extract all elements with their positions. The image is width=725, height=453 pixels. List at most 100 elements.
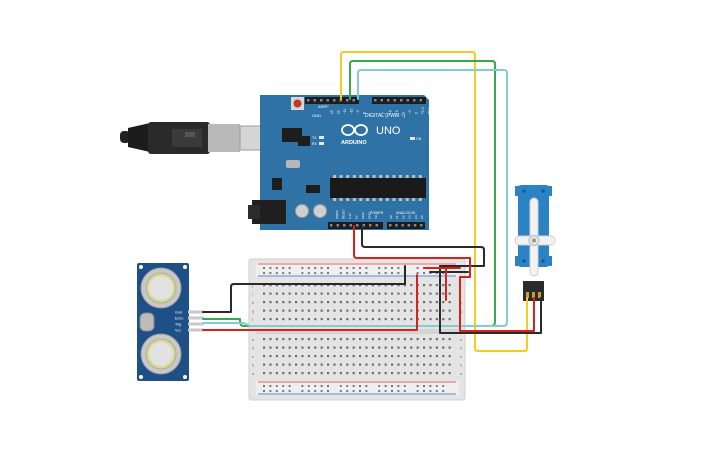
header-pin[interactable]	[406, 99, 410, 102]
header-pin[interactable]	[401, 224, 404, 227]
header-pin[interactable]	[419, 99, 423, 102]
header-pin[interactable]	[380, 99, 384, 102]
digital-pin-label: ~3	[408, 110, 412, 114]
digital-header-right	[372, 97, 426, 104]
digital-pin-label: 2	[415, 112, 419, 114]
header-pin[interactable]	[356, 224, 359, 227]
header-pin[interactable]	[326, 99, 330, 102]
power-header	[328, 222, 383, 229]
row-letter: f	[252, 317, 254, 322]
power-pin-label: GND	[361, 212, 365, 220]
header-pin[interactable]	[393, 99, 397, 102]
header-pin[interactable]	[369, 224, 372, 227]
header-pin[interactable]	[413, 99, 416, 102]
wire-black-arduino	[361, 225, 542, 334]
wires[interactable]	[202, 51, 542, 352]
digital-pin-label: 12	[337, 110, 341, 114]
header-pin[interactable]	[400, 99, 403, 102]
digital-pin-label: ~11	[343, 109, 347, 114]
row-letter: b	[252, 363, 255, 368]
sensor-pin-label: Echo	[175, 317, 183, 321]
header-pin[interactable]	[307, 99, 310, 102]
micro-servo[interactable]	[514, 185, 556, 301]
aref-label: AREF	[318, 104, 329, 109]
header-pin[interactable]	[395, 224, 398, 227]
header-pin[interactable]	[336, 224, 340, 227]
power-label: POWER	[370, 211, 384, 215]
transducer-top	[140, 267, 182, 309]
analog-pin-label: A5	[420, 215, 424, 219]
power-pin-label: Vin	[374, 214, 378, 219]
wire-yellow	[340, 51, 528, 352]
digital-pin-label: TX 1	[421, 107, 425, 114]
row-letter: g	[460, 309, 462, 314]
sensor-pin-label: Gnd	[175, 311, 182, 315]
digital-pin-label: 4	[402, 112, 406, 114]
header-pin[interactable]	[352, 99, 356, 102]
analog-pin-label: A3	[408, 215, 412, 219]
digital-pin-label: 8	[363, 112, 367, 114]
transducer-bottom	[140, 333, 182, 375]
digital-pin-label: ~5	[395, 110, 399, 114]
header-pin[interactable]	[387, 99, 390, 102]
digital-pin-label: ~10	[350, 108, 354, 114]
analog-header	[387, 222, 425, 229]
sensor-pin-label: Vcc	[175, 329, 181, 333]
servo-horn[interactable]	[514, 197, 556, 277]
header-pin[interactable]	[320, 99, 323, 102]
analog-pin-label: A4	[414, 215, 418, 219]
row-letter: d	[252, 346, 254, 351]
header-pin[interactable]	[343, 224, 346, 227]
digital-header-left	[305, 97, 359, 104]
rx-label: RX	[312, 142, 318, 146]
row-letter: h	[460, 300, 462, 305]
on-label: ON	[416, 137, 422, 141]
header-pin[interactable]	[413, 224, 417, 227]
arduino-logo-icon	[341, 124, 368, 136]
header-pin[interactable]	[362, 224, 366, 227]
brand-label: ARDUINO	[341, 140, 367, 146]
atmega-chip	[330, 178, 426, 198]
wire-green	[202, 60, 496, 327]
row-letter: c	[460, 354, 462, 359]
power-pin-label: RESET	[342, 209, 346, 219]
digital-pin-label: ~6	[389, 110, 393, 114]
row-letter: d	[460, 346, 462, 351]
sensor-pin[interactable]	[188, 310, 204, 314]
digital-pin-label: 7	[382, 112, 386, 114]
header-pin[interactable]	[333, 99, 336, 102]
header-pin[interactable]	[374, 99, 377, 102]
digital-pin-label: 13	[330, 110, 334, 114]
digital-pin-label: ~9	[356, 110, 360, 114]
row-letter: g	[252, 309, 254, 314]
wire-red-arduino	[353, 225, 535, 332]
header-pin[interactable]	[330, 224, 333, 227]
row-letter: c	[252, 354, 254, 359]
digital-pin-label: RX 0	[428, 107, 432, 114]
header-pin[interactable]	[349, 224, 353, 227]
sensor-pin[interactable]	[188, 316, 204, 320]
row-letter: e	[252, 337, 255, 342]
header-pin[interactable]	[313, 99, 317, 102]
row-letter: j	[251, 283, 253, 288]
header-pin[interactable]	[420, 224, 423, 227]
row-letter: a	[460, 371, 463, 376]
power-pin-label: 5V	[355, 215, 359, 219]
wire-black-sensor	[202, 265, 406, 313]
digital-label: DIGITAL (PWM ~)	[365, 113, 405, 119]
power-pin-label: GND	[368, 212, 372, 220]
analog-pin-label: A1	[395, 215, 399, 219]
header-pin[interactable]	[407, 224, 411, 227]
header-pin[interactable]	[346, 99, 349, 102]
sensor-pin[interactable]	[188, 322, 204, 326]
sensor-pin[interactable]	[188, 328, 204, 332]
header-pin[interactable]	[389, 224, 392, 227]
header-pin[interactable]	[375, 224, 379, 227]
row-letter: b	[460, 363, 463, 368]
header-pin[interactable]	[339, 99, 343, 102]
